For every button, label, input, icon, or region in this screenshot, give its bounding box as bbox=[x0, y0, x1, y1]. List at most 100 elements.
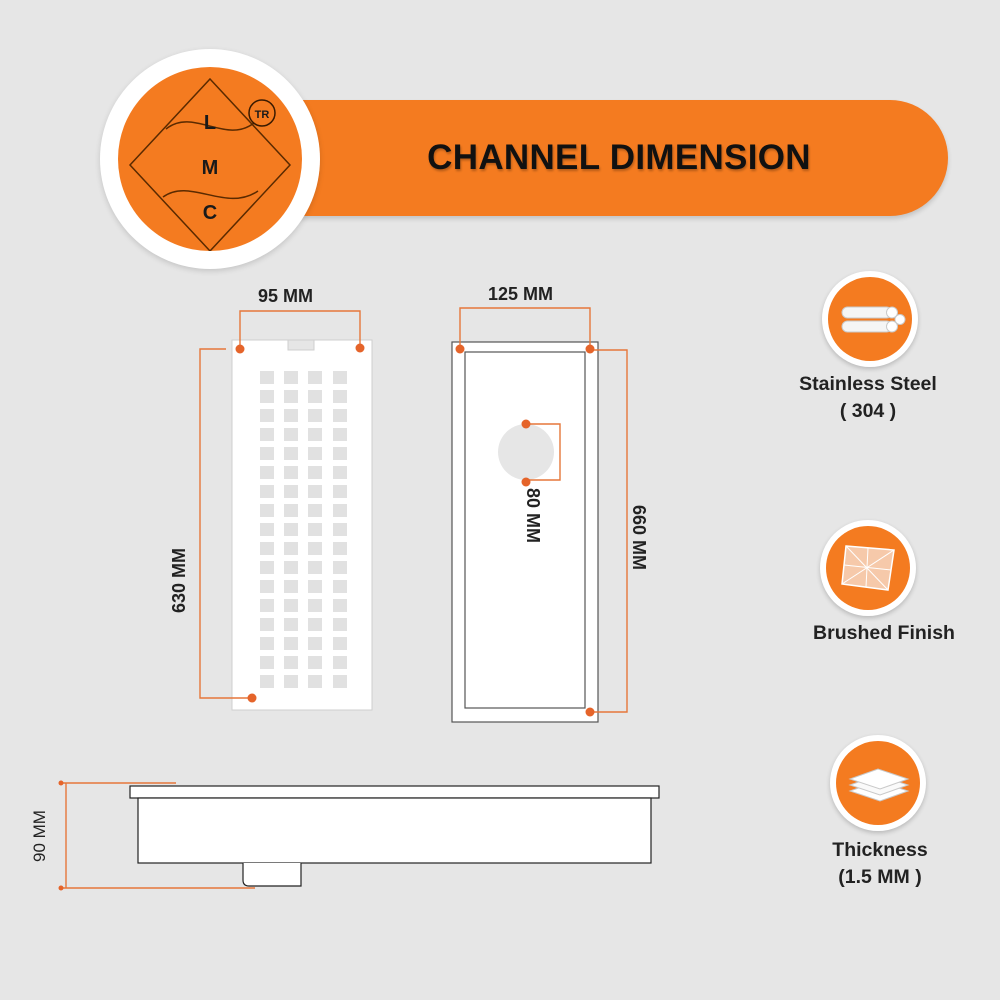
grate-slot bbox=[308, 504, 322, 517]
grate-slot bbox=[308, 447, 322, 460]
grate-slot bbox=[308, 428, 322, 441]
grate-slot bbox=[308, 656, 322, 669]
grate-slot bbox=[308, 580, 322, 593]
grate-slot bbox=[284, 675, 298, 688]
grate-slot bbox=[284, 466, 298, 479]
grate-slot bbox=[333, 656, 347, 669]
grate-slot bbox=[284, 428, 298, 441]
title-banner: CHANNEL DIMENSION bbox=[250, 100, 948, 216]
thickness-label: Thickness (1.5 MM ) bbox=[770, 837, 990, 891]
grate-slot bbox=[308, 485, 322, 498]
grate-slot bbox=[284, 599, 298, 612]
grate-slot bbox=[284, 542, 298, 555]
grate-slot bbox=[260, 580, 274, 593]
brand-logo: L M C TR bbox=[100, 49, 320, 269]
grate-slot bbox=[308, 561, 322, 574]
grate-slot bbox=[260, 371, 274, 384]
grate-slot bbox=[260, 561, 274, 574]
grate-slot bbox=[308, 390, 322, 403]
banner-title: CHANNEL DIMENSION bbox=[427, 138, 811, 177]
grate-slot bbox=[308, 466, 322, 479]
grate-slot bbox=[333, 447, 347, 460]
grate-slot bbox=[333, 580, 347, 593]
brushed-finish-label: Brushed Finish bbox=[774, 620, 994, 647]
logo-letter-c: C bbox=[203, 202, 217, 224]
logo-diamond-icon: L M C TR bbox=[128, 77, 292, 251]
grate-top-view bbox=[199, 310, 373, 711]
grate-slot bbox=[260, 485, 274, 498]
grate-slot bbox=[260, 428, 274, 441]
grate-slot bbox=[308, 523, 322, 536]
grate-slot bbox=[284, 656, 298, 669]
grate-slot bbox=[333, 485, 347, 498]
grate-slot bbox=[260, 447, 274, 460]
logo-disc: L M C TR bbox=[118, 67, 302, 251]
channel-side-view bbox=[58, 780, 660, 891]
stainless-steel-label: Stainless Steel ( 304 ) bbox=[758, 371, 978, 425]
grate-slot bbox=[308, 599, 322, 612]
channel-length-label: 660 MM bbox=[629, 504, 650, 571]
grate-slot bbox=[284, 504, 298, 517]
depth-label: 90 MM bbox=[29, 810, 49, 862]
grate-slot bbox=[260, 542, 274, 555]
stainless-steel-title: Stainless Steel bbox=[799, 373, 937, 395]
grate-slot bbox=[260, 466, 274, 479]
grate-slot bbox=[260, 675, 274, 688]
channel-top-view bbox=[451, 307, 628, 723]
grate-slot bbox=[260, 523, 274, 536]
thickness-title: Thickness bbox=[832, 839, 928, 861]
grate-slot bbox=[333, 637, 347, 650]
grate-slot bbox=[284, 523, 298, 536]
logo-tr-badge: TR bbox=[255, 109, 270, 121]
grate-slot bbox=[333, 599, 347, 612]
logo-letter-m: M bbox=[202, 157, 219, 179]
grate-slot bbox=[308, 371, 322, 384]
grate-slot bbox=[260, 637, 274, 650]
grate-slot bbox=[333, 409, 347, 422]
grate-slot bbox=[333, 561, 347, 574]
grate-slot bbox=[333, 466, 347, 479]
grate-slot bbox=[308, 675, 322, 688]
grate-slot bbox=[260, 504, 274, 517]
stainless-steel-badge bbox=[822, 271, 918, 367]
grate-width-label: 95 MM bbox=[258, 286, 314, 306]
grate-length-label: 630 MM bbox=[169, 547, 190, 614]
pipes-icon bbox=[841, 306, 906, 333]
grate-slot bbox=[333, 428, 347, 441]
grate-slot bbox=[308, 409, 322, 422]
grate-slot bbox=[284, 390, 298, 403]
stainless-steel-grade: ( 304 ) bbox=[839, 400, 897, 422]
grate-slot bbox=[333, 390, 347, 403]
grate-slot bbox=[260, 656, 274, 669]
grate-slot bbox=[284, 485, 298, 498]
grate-slot bbox=[284, 561, 298, 574]
grate-slot bbox=[260, 390, 274, 403]
stacked-sheets-icon bbox=[848, 768, 910, 802]
thickness-value: (1.5 MM ) bbox=[838, 866, 922, 888]
brushed-finish-badge bbox=[820, 520, 916, 616]
grate-slot bbox=[284, 409, 298, 422]
grate-slot bbox=[284, 580, 298, 593]
channel-width-label: 125 MM bbox=[488, 284, 554, 304]
grate-slot bbox=[260, 618, 274, 631]
thickness-badge bbox=[830, 735, 926, 831]
grate-slot bbox=[284, 447, 298, 460]
grate-slot bbox=[260, 599, 274, 612]
grate-slot bbox=[333, 542, 347, 555]
brushed-sheet-icon bbox=[841, 545, 895, 591]
grate-slot bbox=[284, 371, 298, 384]
grate-slot bbox=[333, 371, 347, 384]
logo-letter-l: L bbox=[204, 112, 216, 134]
grate-slot bbox=[333, 675, 347, 688]
grate-slot bbox=[260, 409, 274, 422]
grate-slot bbox=[284, 637, 298, 650]
grate-slot bbox=[333, 523, 347, 536]
grate-slot bbox=[333, 618, 347, 631]
brushed-finish-title: Brushed Finish bbox=[813, 622, 955, 644]
grate-slot bbox=[308, 542, 322, 555]
outlet-diameter-label: 80 MM bbox=[523, 487, 544, 544]
grate-slot bbox=[308, 637, 322, 650]
grate-slot bbox=[308, 618, 322, 631]
grate-slot bbox=[284, 618, 298, 631]
